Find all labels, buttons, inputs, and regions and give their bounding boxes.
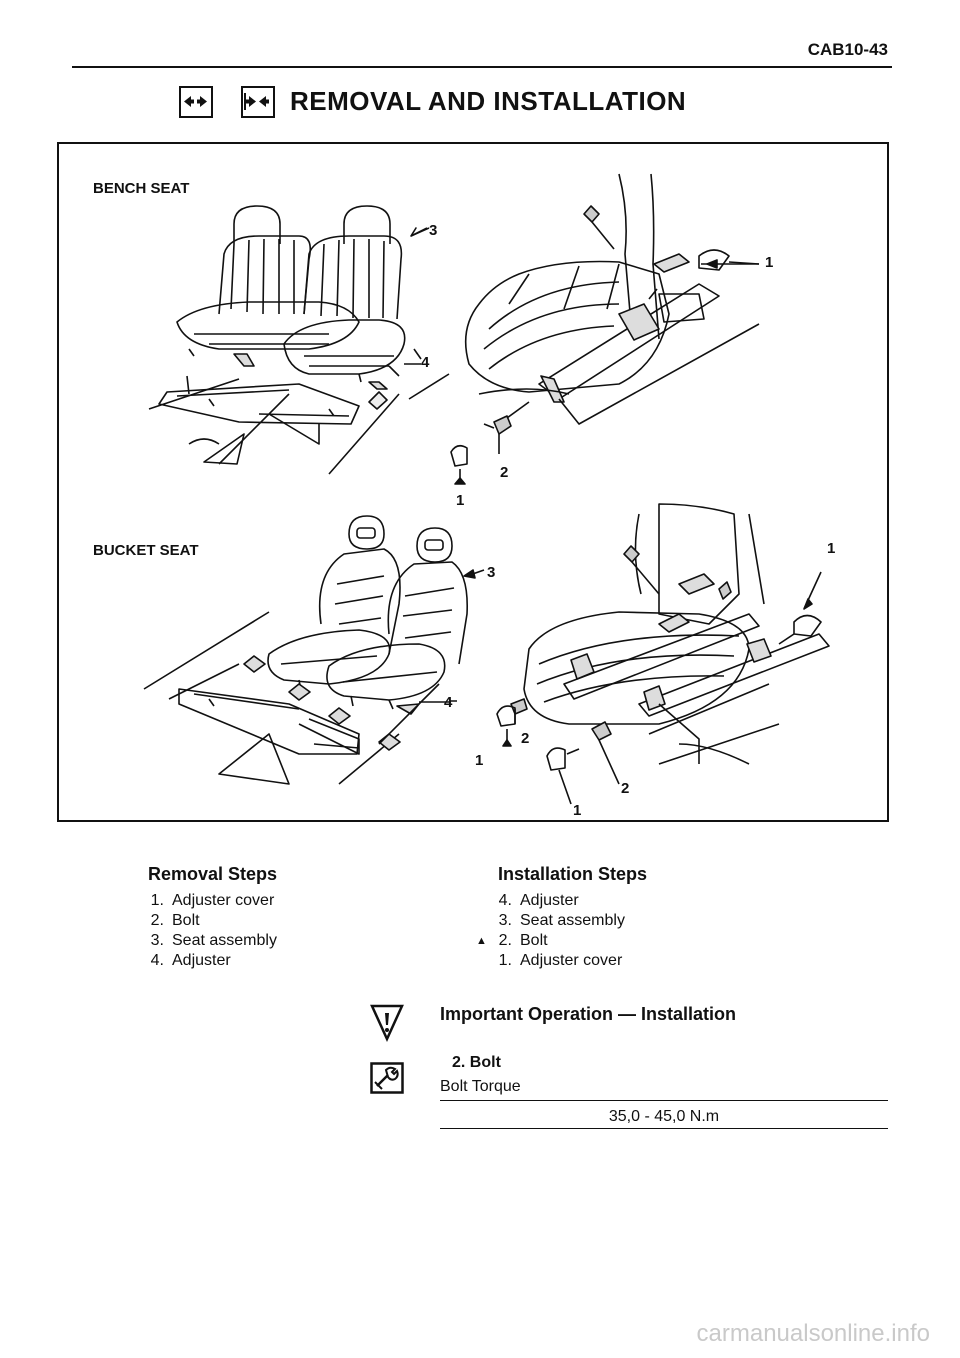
bucket-seat-drawing bbox=[143, 515, 469, 785]
callout-3-bench: 3 bbox=[429, 222, 438, 239]
page-title: REMOVAL AND INSTALLATION bbox=[290, 86, 687, 116]
removal-step: 2.Bolt bbox=[150, 912, 200, 929]
important-step: 2. Bolt bbox=[452, 1054, 501, 1071]
callout-1-bench-bolt: 1 bbox=[456, 492, 465, 509]
callout-2-bucket-right: 2 bbox=[621, 780, 630, 797]
torque-rule-bottom bbox=[440, 1128, 888, 1129]
callout-1-bucket-left: 1 bbox=[475, 752, 484, 769]
callout-1-bucket-detail: 1 bbox=[827, 540, 836, 557]
torque-value: 35,0 - 45,0 N.m bbox=[608, 1108, 720, 1125]
bucket-seat-label: BUCKET SEAT bbox=[93, 542, 199, 559]
page-code: CAB10-43 bbox=[807, 40, 888, 59]
removal-step: 4.Adjuster bbox=[150, 952, 231, 969]
callout-1-bench-detail: 1 bbox=[765, 254, 774, 271]
bucket-detail-drawing bbox=[496, 503, 830, 805]
important-operation-title: Important Operation — Installation bbox=[440, 1004, 737, 1024]
installation-step: 3.Seat assembly bbox=[498, 912, 625, 929]
installation-step: 4.Adjuster bbox=[498, 892, 579, 909]
installation-step: 1.Adjuster cover bbox=[498, 952, 623, 969]
callout-3-bucket: 3 bbox=[487, 564, 496, 581]
installation-steps-heading: Installation Steps bbox=[498, 864, 648, 884]
callout-1-bucket-right: 1 bbox=[573, 802, 582, 819]
callout-4-bucket: 4 bbox=[444, 694, 453, 711]
bench-seat-label: BENCH SEAT bbox=[93, 180, 190, 197]
callout-2-bench-detail: 2 bbox=[500, 464, 509, 481]
bench-seat-drawing bbox=[148, 205, 422, 475]
removal-steps-heading: Removal Steps bbox=[148, 864, 278, 884]
watermark: carmanualsonline.info bbox=[696, 1320, 930, 1347]
callout-4-bench: 4 bbox=[421, 354, 430, 371]
header-rule bbox=[72, 66, 892, 68]
removal-step: 3.Seat assembly bbox=[150, 932, 277, 949]
install-arrows-icon bbox=[241, 86, 275, 118]
bench-detail-drawing bbox=[408, 173, 760, 485]
installation-step: 2.Bolt bbox=[498, 932, 548, 949]
callout-2-bucket-left: 2 bbox=[521, 730, 530, 747]
warning-triangle-icon bbox=[370, 1003, 404, 1048]
torque-label: Bolt Torque bbox=[440, 1078, 521, 1095]
torque-rule-top bbox=[440, 1100, 888, 1101]
important-marker-icon: ▲ bbox=[476, 935, 487, 947]
remove-arrows-icon bbox=[179, 86, 213, 118]
seat-diagram: BENCH SEAT BUCKET SEAT 3 1 4 2 1 3 1 4 2… bbox=[57, 142, 889, 822]
torque-wrench-icon bbox=[370, 1062, 404, 1099]
removal-step: 1.Adjuster cover bbox=[150, 892, 275, 909]
